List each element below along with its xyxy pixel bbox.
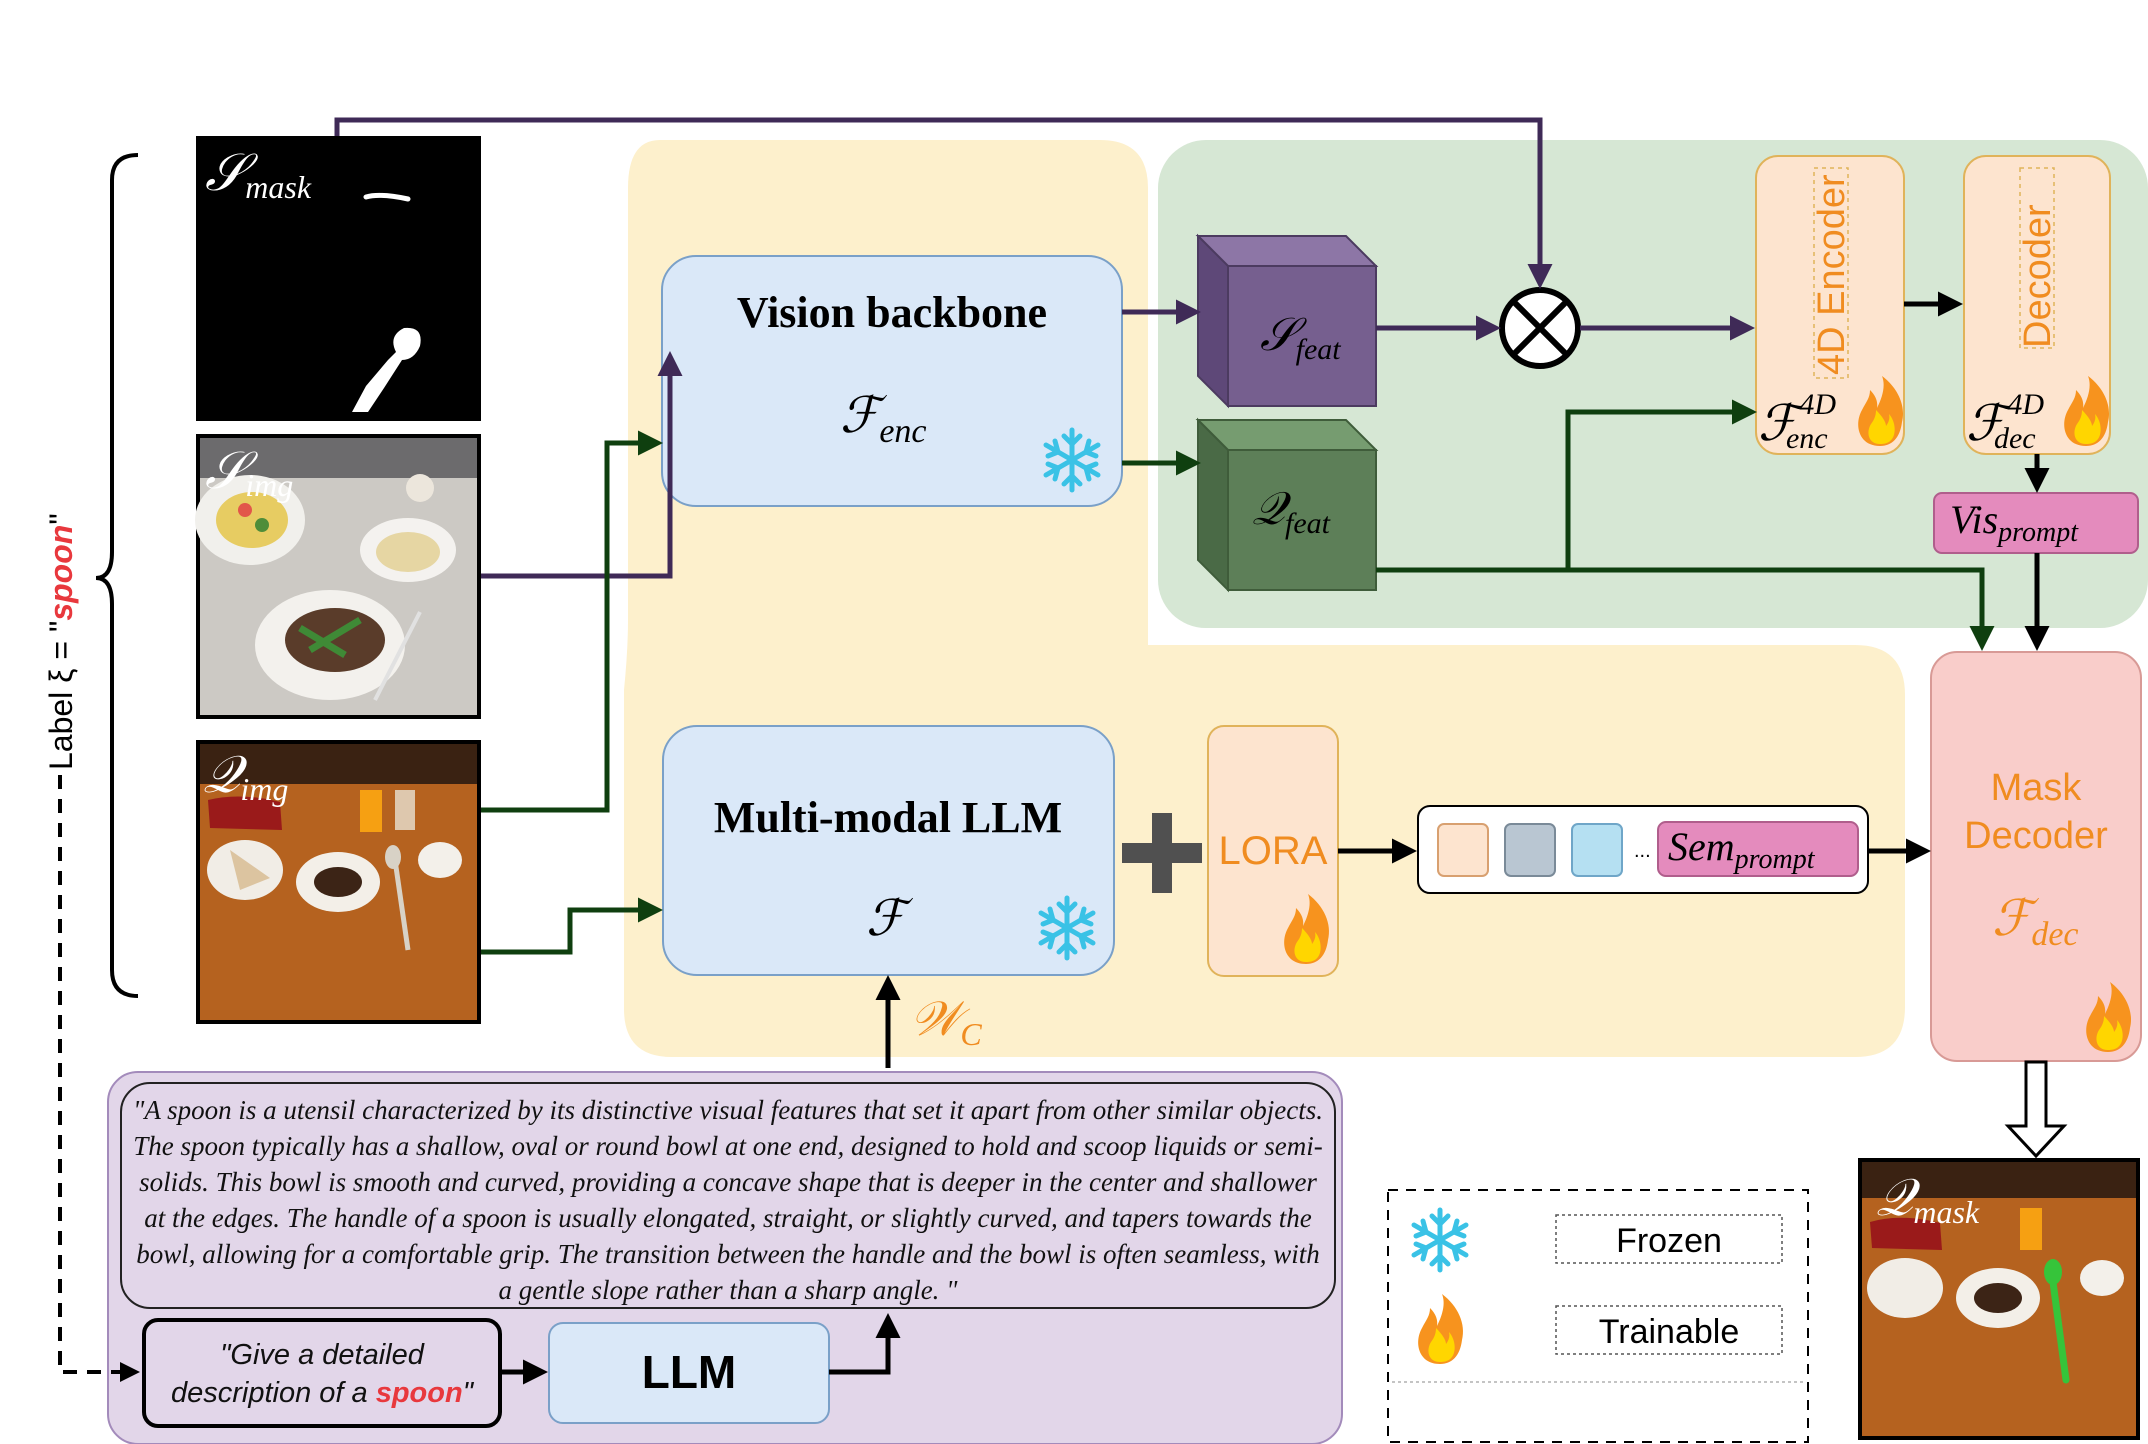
token-ellipsis: ... bbox=[1634, 840, 1651, 862]
decoder-label: Decoder bbox=[2017, 204, 2059, 348]
encoder-4d-label: 4D Encoder bbox=[1811, 174, 1853, 375]
s-img-image bbox=[195, 434, 481, 719]
token-gray bbox=[1504, 823, 1556, 877]
token-orange bbox=[1437, 823, 1489, 877]
label-xi-text: Label ξ = "spoon" bbox=[43, 513, 79, 770]
prompt-line2: description of a spoon" bbox=[146, 1374, 498, 1412]
prompt-line1: "Give a detailed bbox=[220, 1339, 424, 1371]
llm-label: LLM bbox=[642, 1346, 737, 1398]
s-mask-image bbox=[196, 136, 481, 421]
s-feat-cube bbox=[1195, 233, 1379, 409]
arrows bbox=[58, 117, 2050, 1385]
prompt-box: "Give a detailed description of a spoon" bbox=[142, 1318, 502, 1428]
left-brace bbox=[95, 153, 139, 998]
description-text: "A spoon is a utensil characterized by i… bbox=[120, 1082, 1336, 1309]
sem-prompt-box bbox=[1657, 821, 1859, 877]
otimes-icon bbox=[1499, 287, 1581, 369]
f-enc-label: ℱenc bbox=[840, 387, 927, 450]
q-feat-label: 𝒬feat bbox=[1252, 483, 1331, 540]
s-feat-label: 𝒮feat bbox=[1260, 309, 1341, 366]
s-img-label: 𝒮img bbox=[205, 443, 293, 503]
prompt-word: spoon bbox=[375, 1377, 463, 1409]
lora-label: LORA bbox=[1219, 829, 1328, 873]
legend-frozen: Frozen bbox=[1616, 1222, 1722, 1260]
vis-prompt-label: Visprompt bbox=[1950, 497, 2079, 548]
prompt-prefix: description of a bbox=[170, 1377, 376, 1409]
multimodal-llm-title: Multi-modal LLM bbox=[714, 793, 1062, 842]
flame-icon bbox=[1418, 1294, 1464, 1364]
plus-icon bbox=[1122, 813, 1202, 893]
q-img-image bbox=[196, 740, 481, 1024]
token-blue bbox=[1571, 823, 1623, 877]
q-mask-image bbox=[1858, 1158, 2140, 1440]
mask-decoder-line1: Mask bbox=[1991, 767, 2083, 809]
vision-backbone-box bbox=[661, 255, 1123, 507]
snowflake-icon bbox=[1414, 1210, 1466, 1270]
vision-backbone-title: Vision backbone bbox=[737, 288, 1047, 337]
prompt-suffix: " bbox=[462, 1377, 474, 1409]
mask-decoder-line2: Decoder bbox=[1964, 815, 2108, 857]
q-feat-cube bbox=[1195, 417, 1379, 593]
output-arrow bbox=[2004, 1060, 2068, 1159]
sem-prompt-label: Semprompt bbox=[1668, 824, 1816, 875]
legend-trainable: Trainable bbox=[1599, 1313, 1739, 1351]
legend-box bbox=[1387, 1189, 1809, 1443]
